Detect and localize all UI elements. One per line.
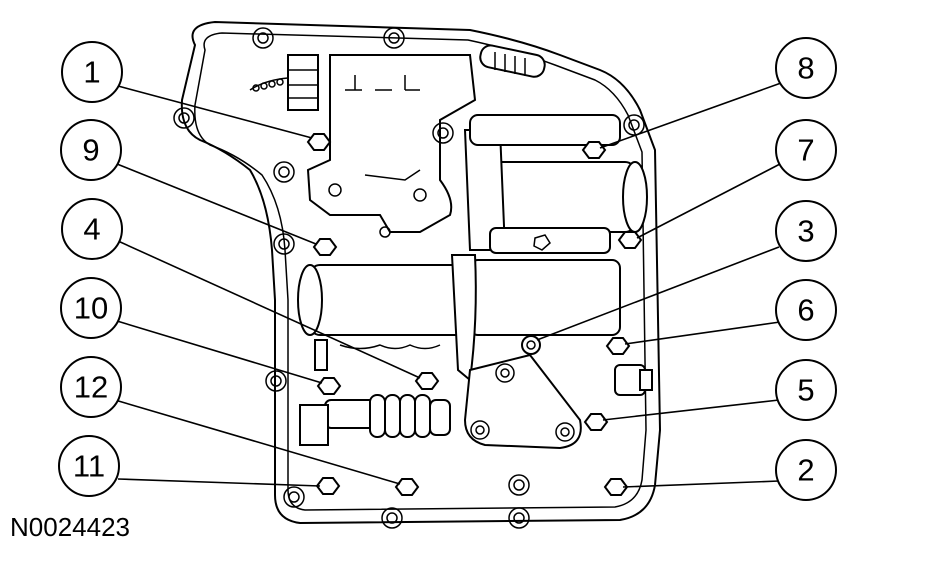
callout-3-label: 3 [797,214,814,249]
callout-9: 9 [60,119,122,181]
callout-10-label: 10 [74,291,108,326]
callout-6: 6 [775,279,837,341]
callout-2: 2 [775,439,837,501]
bolt-5 [583,413,609,431]
bolt-3 [521,335,541,355]
accumulator-assembly [299,394,451,446]
bolt-12 [394,478,420,496]
callouts: 1 9 4 10 12 11 8 7 3 6 5 2 [58,37,837,501]
callout-6-label: 6 [797,293,814,328]
callout-4: 4 [61,198,123,260]
perimeter-bolt [273,161,295,183]
leader-line-1 [117,85,313,139]
callout-11: 11 [58,435,120,497]
bolt-1 [306,133,332,151]
leader-lines [114,82,782,488]
callout-5: 5 [775,359,837,421]
bolt-9 [312,238,338,256]
perimeter-bolt [173,107,195,129]
leader-line-7 [636,163,781,239]
perimeter-bolt [283,486,305,508]
bolt-8 [581,141,607,159]
hex-bolts [306,133,643,496]
callout-4-label: 4 [83,212,100,247]
side-fitting [314,339,653,396]
callout-7: 7 [775,119,837,181]
callout-10: 10 [60,277,122,339]
perimeter-bolt [508,474,530,496]
callout-12: 12 [60,356,122,418]
callout-1: 1 [61,41,123,103]
leader-line-3 [536,246,780,341]
callout-9-label: 9 [82,133,99,168]
leader-line-2 [622,480,780,488]
leader-line-6 [624,321,781,345]
callout-8: 8 [775,37,837,99]
perimeter-bolt [265,370,287,392]
leader-line-8 [599,82,782,149]
perimeter-bolt [252,27,274,49]
pressure-sensor [479,44,546,78]
solenoid-housing [306,54,477,238]
bolt-3-center [526,340,536,350]
upper-solenoid [463,114,648,254]
perimeter-bolt [383,27,405,49]
electrical-connector [249,54,319,111]
perimeter-bolts [173,27,645,529]
callout-2-label: 2 [797,453,814,488]
leader-line-11 [117,478,321,487]
perimeter-bolt [381,507,403,529]
callout-3: 3 [775,200,837,262]
lower-solenoid [297,254,621,382]
bolt-6 [605,337,631,355]
perimeter-bolt [273,233,295,255]
callout-11-label: 11 [73,449,105,484]
reference-code: N0024423 [10,512,130,542]
leader-line-4 [117,240,421,379]
callout-5-label: 5 [797,373,814,408]
callout-7-label: 7 [797,133,814,168]
bolt-7 [617,231,643,249]
callout-8-label: 8 [797,51,814,86]
bolt-10 [316,377,342,395]
perimeter-bolt [432,122,454,144]
bolt-4 [414,372,440,390]
leader-line-12 [114,399,401,485]
leader-line-5 [602,399,780,421]
cover-plate [463,353,582,450]
leader-line-9 [116,163,317,245]
callout-12-label: 12 [74,370,108,405]
callout-1-label: 1 [83,55,100,90]
leader-line-10 [116,320,323,384]
perimeter-bolt [508,507,530,529]
bolt-11 [315,477,341,495]
